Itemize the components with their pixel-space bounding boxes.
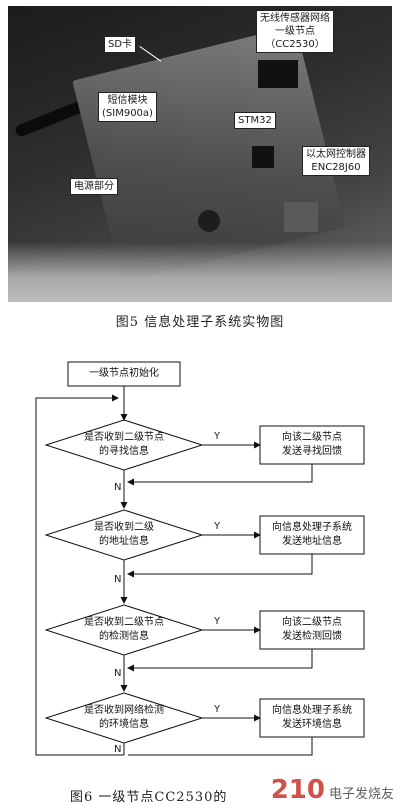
decision-1-label: 是否收到二级节点的寻找信息	[84, 432, 164, 457]
figure5-caption: 图5 信息处理子系统实物图	[115, 315, 285, 330]
flowchart: 一级节点初始化 是否收到二级节点的寻找信息 向该二级节点发送寻找回馈 是否收到二…	[0, 350, 400, 770]
start-label: 一级节点初始化	[89, 368, 159, 379]
capacitor	[198, 210, 220, 232]
yes-label-1: Y	[214, 431, 221, 442]
label-stm32: STM32	[234, 112, 276, 129]
no-label-2: N	[114, 574, 122, 585]
no-label-3: N	[114, 668, 122, 679]
flowchart-lines	[35, 361, 365, 756]
table-surface	[8, 242, 392, 302]
label-sd-card: SD卡	[104, 36, 137, 53]
decision-2-label: 是否收到二级的地址信息	[94, 522, 154, 547]
action-4-label: 向信息处理子系统发送环境信息	[272, 705, 352, 730]
action-3-label: 向该二级节点发送检测回馈	[282, 617, 342, 642]
label-sms-module: 短信模块 (SIM900a)	[98, 92, 157, 122]
label-wireless-node: 无线传感器网络 一级节点 （CC2530）	[256, 10, 334, 53]
no-label-4: N	[114, 744, 122, 755]
yes-label-2: Y	[214, 521, 221, 532]
decision-3-label: 是否收到二级节点的检测信息	[84, 617, 164, 642]
decision-4-label: 是否收到网络检测的环境信息	[84, 705, 164, 730]
action-2-label: 向信息处理子系统发送地址信息	[272, 522, 352, 547]
label-power-section: 电源部分	[70, 178, 118, 195]
yes-label-4: Y	[214, 704, 221, 715]
no-label-1: N	[114, 482, 122, 493]
cc2530-module	[258, 60, 298, 88]
yes-label-3: Y	[214, 616, 221, 627]
label-ethernet-controller: 以太网控制器 ENC28J60	[302, 146, 370, 176]
action-1-label: 向该二级节点发送寻找回馈	[282, 432, 342, 457]
ethernet-port	[284, 202, 318, 232]
stm32-chip	[252, 146, 274, 168]
figure6-caption: 图6 一级节点CC2530的	[70, 790, 228, 805]
